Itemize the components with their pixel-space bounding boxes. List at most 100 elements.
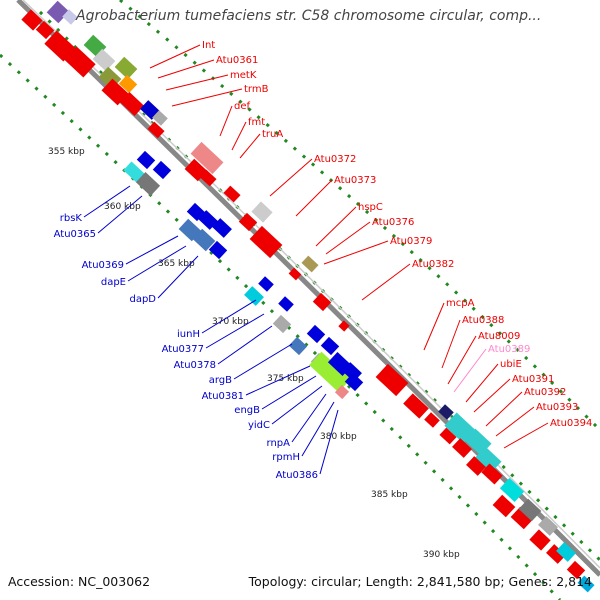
gene-label[interactable]: Atu0382	[412, 259, 454, 270]
gene-label[interactable]: dapD	[129, 294, 156, 305]
label-leader-line	[201, 299, 257, 334]
gene-feature-block	[320, 336, 340, 356]
gene-label[interactable]: Atu0378	[174, 360, 216, 371]
gene-feature-block	[474, 446, 502, 474]
gene-feature-block	[466, 456, 486, 476]
label-leader-line	[83, 185, 131, 218]
label-leader-line	[239, 133, 261, 159]
gene-feature-block	[312, 292, 332, 312]
scale-label: 375 kbp	[267, 374, 304, 384]
gene-label[interactable]: hspC	[358, 202, 383, 213]
label-leader-line	[219, 105, 233, 137]
gene-feature-block	[288, 336, 308, 356]
gene-label[interactable]: rpmH	[272, 452, 300, 463]
top-corner-features	[46, 0, 78, 25]
label-leader-line	[205, 313, 265, 349]
gene-label[interactable]: Atu0379	[390, 236, 432, 247]
label-leader-line	[291, 393, 327, 443]
gene-feature-block	[556, 542, 576, 562]
gene-feature-block	[492, 494, 516, 518]
gene-feature-block	[439, 427, 457, 445]
gene-label[interactable]: Atu0394	[550, 418, 592, 429]
gene-feature-block	[123, 161, 145, 183]
gene-label[interactable]: engB	[234, 405, 260, 416]
gene-feature-block	[375, 363, 409, 397]
reverse-strand-features	[123, 150, 364, 400]
forward-strand-features	[21, 9, 595, 593]
gene-label[interactable]: Atu0393	[536, 402, 578, 413]
label-leader-line	[485, 391, 523, 427]
gene-label[interactable]: Atu0388	[462, 315, 504, 326]
gene-feature-block	[424, 412, 440, 428]
gene-feature-block	[338, 320, 350, 332]
gene-label[interactable]: Atu0372	[314, 154, 356, 165]
gene-label[interactable]: Atu0361	[216, 55, 258, 66]
label-leader-line	[503, 422, 549, 449]
gene-label[interactable]: mcpA	[446, 298, 475, 309]
gene-label[interactable]: Atu0386	[276, 470, 318, 481]
gene-feature-block	[114, 56, 138, 80]
gene-label[interactable]: yidC	[248, 420, 270, 431]
gene-label[interactable]: Atu0392	[524, 387, 566, 398]
gene-feature-block	[344, 372, 364, 392]
gene-label[interactable]: metK	[230, 70, 257, 81]
gene-label[interactable]: Atu0391	[512, 374, 554, 385]
gene-feature-block	[238, 212, 258, 232]
gene-feature-block	[101, 78, 129, 106]
gene-label[interactable]: Atu0389	[488, 344, 530, 355]
scale-label: 380 kbp	[320, 432, 357, 442]
gene-feature-block	[244, 286, 264, 306]
gene-label[interactable]: Atu0365	[54, 229, 96, 240]
label-leader-line	[447, 335, 477, 385]
gene-label[interactable]: def	[234, 101, 251, 112]
label-leader-line	[323, 240, 389, 265]
gene-label[interactable]: trmB	[244, 84, 269, 95]
gene-feature-block	[499, 478, 525, 502]
label-leader-line	[473, 378, 511, 413]
gene-label[interactable]: dapE	[101, 277, 126, 288]
gene-label[interactable]: rnpA	[267, 438, 291, 449]
label-leader-line	[171, 88, 243, 107]
gene-feature-block	[538, 516, 558, 536]
gene-feature-block	[249, 225, 283, 259]
gene-label[interactable]: ubiE	[500, 359, 522, 370]
gene-feature-block	[135, 172, 161, 196]
label-leader-line	[97, 195, 143, 234]
gene-feature-block	[190, 141, 224, 175]
topology-text: Topology: circular; Length: 2,841,580 bp…	[248, 574, 592, 589]
gene-label[interactable]: iunH	[177, 329, 200, 340]
gene-feature-block	[288, 267, 302, 281]
gene-label[interactable]: fmt	[248, 117, 265, 128]
gene-label[interactable]: Atu0376	[372, 217, 414, 228]
scale-label: 390 kbp	[423, 550, 460, 560]
label-leader-line	[261, 375, 317, 410]
gene-feature-block	[223, 185, 241, 203]
label-leader-line	[319, 409, 339, 475]
gene-feature-block	[481, 463, 503, 485]
gene-label[interactable]: truA	[262, 129, 283, 140]
gene-label[interactable]: Atu0381	[202, 391, 244, 402]
label-leader-line	[127, 245, 187, 282]
gene-label[interactable]: rbsK	[60, 213, 83, 224]
gene-feature-block	[403, 393, 429, 419]
gene-label[interactable]: Atu0373	[334, 175, 376, 186]
gene-label[interactable]: Int	[202, 40, 215, 51]
gene-feature-block	[64, 46, 96, 78]
label-leader-line	[217, 325, 273, 365]
gene-label[interactable]: Atu8009	[478, 331, 520, 342]
label-leader-line	[231, 121, 247, 151]
label-leader-line	[271, 385, 323, 425]
label-leader-line	[361, 263, 411, 301]
gene-feature-block	[118, 74, 138, 94]
gene-label[interactable]: Atu0369	[82, 260, 124, 271]
gene-feature-block	[21, 9, 43, 31]
gene-feature-block	[152, 160, 172, 180]
gene-feature-block	[44, 30, 76, 62]
gene-label[interactable]: Atu0377	[162, 344, 204, 355]
gene-label[interactable]: argB	[209, 375, 232, 386]
label-leader-line	[157, 255, 199, 299]
